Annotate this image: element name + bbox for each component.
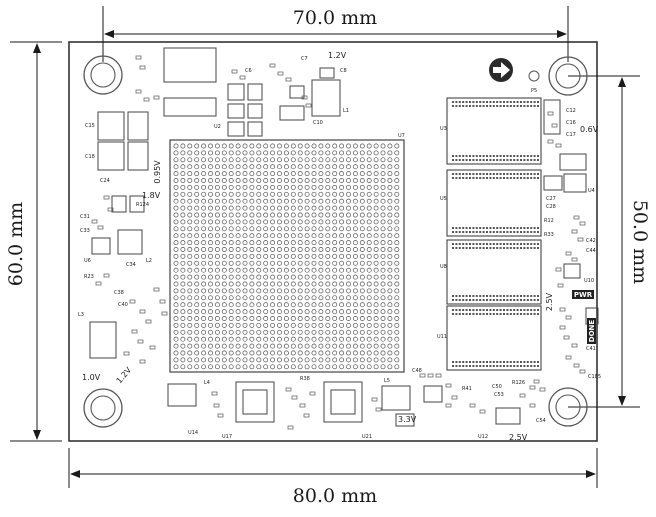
- ref-c50: C50: [492, 384, 502, 390]
- ref-c54: C54: [536, 418, 546, 424]
- dimension-top-label: 70.0 mm: [293, 7, 377, 29]
- component-cluster-top: [163, 47, 341, 137]
- ref-c38: C38: [114, 290, 124, 296]
- voltage-2v5-bottom: 2.5V: [509, 433, 528, 442]
- ref-ddr4: U11: [437, 334, 447, 340]
- ref-c24: C24: [100, 178, 110, 184]
- bga-ball-grid: [173, 143, 400, 370]
- ref-c27: C27: [546, 196, 556, 202]
- voltage-1v2-top: 1.2V: [328, 51, 347, 60]
- ref-c42: C42: [586, 238, 596, 244]
- ref-u10: U10: [584, 278, 594, 284]
- led-pwr-label: PWR: [574, 291, 593, 299]
- mounting-hole-bottom-left: [83, 388, 123, 428]
- ref-c10: C10: [313, 120, 323, 126]
- ref-c185: C185: [588, 374, 601, 380]
- ref-c18: C18: [85, 154, 95, 160]
- ref-ddr2: U5: [440, 196, 447, 202]
- ref-l1: L1: [343, 108, 349, 114]
- dimension-top: 70.0 mm: [102, 6, 569, 62]
- ref-p5: P5: [531, 88, 537, 94]
- ref-c6: C6: [245, 68, 252, 74]
- ref-c7: C7: [301, 56, 308, 62]
- ref-u2: U2: [214, 124, 221, 130]
- mounting-hole-top-left: [83, 55, 123, 95]
- dimension-left-label: 60.0 mm: [5, 202, 27, 286]
- dimension-bottom-label: 80.0 mm: [293, 485, 377, 507]
- voltage-2v5-right: 2.5V: [545, 292, 554, 311]
- ddr-chip-2: [446, 169, 542, 237]
- ref-l5: L5: [384, 378, 390, 384]
- ref-u17: U17: [222, 434, 232, 440]
- ref-r33: R33: [544, 232, 554, 238]
- ref-c16: C16: [566, 120, 576, 126]
- ref-c12: C12: [566, 108, 576, 114]
- ref-u14: U14: [188, 430, 198, 436]
- ref-c34: C34: [126, 262, 136, 268]
- voltage-1v0: 1.0V: [82, 373, 101, 382]
- ref-r23: R23: [84, 274, 94, 280]
- ref-ddr1: U3: [440, 126, 447, 132]
- voltage-1v8: 1.8V: [142, 191, 161, 200]
- ref-c53: C53: [494, 392, 504, 398]
- ref-u4: U4: [588, 188, 595, 194]
- dimension-right-label: 50.0 mm: [629, 200, 651, 284]
- ref-u12: U12: [478, 434, 488, 440]
- small-smd-parts: [91, 55, 586, 430]
- ref-u21: U21: [362, 434, 372, 440]
- fiducial: [528, 70, 540, 82]
- dimension-bottom: 80.0 mm: [68, 448, 598, 507]
- component-cluster-right: [543, 99, 599, 325]
- ref-c40: C40: [118, 302, 128, 308]
- ref-r41: R41: [462, 386, 472, 392]
- ref-c31: C31: [80, 214, 90, 220]
- ref-fpga: U7: [398, 133, 405, 139]
- ref-l2: L2: [146, 258, 152, 264]
- voltage-3v3: 3.3V: [398, 415, 417, 424]
- right-arrow-circle-icon: [489, 58, 513, 82]
- ref-l3: L3: [78, 312, 84, 318]
- fpga-bga: [169, 139, 405, 373]
- ref-c28: C28: [546, 204, 556, 210]
- ddr-chip-4: [446, 305, 542, 371]
- ref-c17: C17: [566, 132, 576, 138]
- mounting-hole-bottom-right: [548, 387, 588, 427]
- ref-l4: L4: [204, 380, 210, 386]
- voltage-0v6: 0.6V: [580, 125, 599, 134]
- ref-c44: C44: [586, 248, 596, 254]
- dimension-left: 60.0 mm: [5, 41, 62, 442]
- voltage-0v95: 0.95V: [153, 160, 162, 184]
- ddr-chip-1: [446, 97, 542, 165]
- ref-c48: C48: [412, 368, 422, 374]
- ref-u6: U6: [84, 258, 91, 264]
- ref-c41: C41: [586, 346, 596, 352]
- component-cluster-bottom: [167, 381, 521, 427]
- ref-r12: R12: [544, 218, 554, 224]
- led-done: DONE: [587, 318, 596, 344]
- ref-r124: R124: [136, 202, 149, 208]
- ref-r38: R38: [300, 376, 310, 382]
- ref-c15: C15: [85, 123, 95, 129]
- ddr-chip-3: [446, 239, 542, 305]
- led-pwr: PWR: [572, 290, 594, 299]
- component-cluster-left: [89, 111, 149, 359]
- led-done-label: DONE: [588, 320, 596, 343]
- ref-c8: C8: [340, 68, 347, 74]
- mounting-hole-top-right: [548, 56, 588, 96]
- ref-ddr3: U8: [440, 264, 447, 270]
- ref-c33: C33: [80, 228, 90, 234]
- ref-r126: R126: [512, 380, 525, 386]
